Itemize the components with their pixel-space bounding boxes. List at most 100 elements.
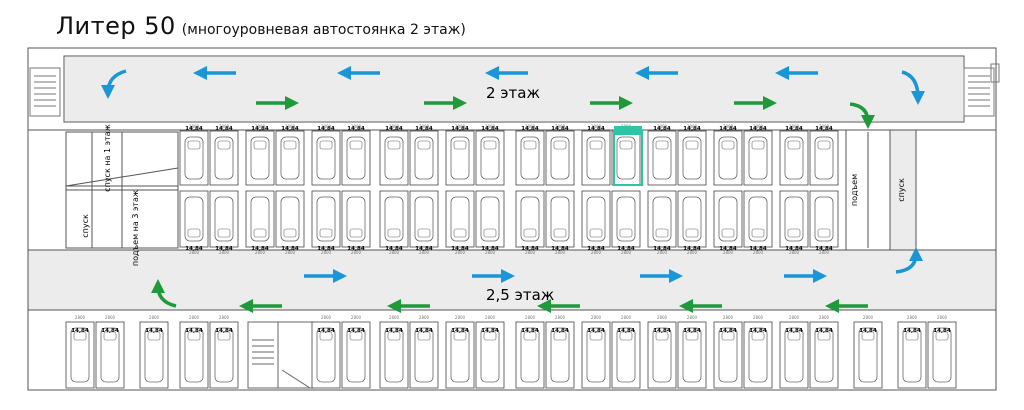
space-area-label: 14,84 [719, 246, 737, 252]
space-area-label: 14,84 [815, 328, 833, 334]
dimension-label: 2800 [219, 124, 230, 129]
space-area-label: 14,84 [719, 328, 737, 334]
space-area-label: 14,84 [785, 328, 803, 334]
space-area-label: 14,84 [903, 328, 921, 334]
space-area-label: 14,84 [683, 328, 701, 334]
space-area-label: 14,84 [617, 246, 635, 252]
space-area-label: 14,84 [385, 328, 403, 334]
space-area-label: 14,84 [185, 328, 203, 334]
space-area-label: 14,84 [551, 246, 569, 252]
space-area-label: 14,84 [617, 328, 635, 334]
dimension-label: 2800 [819, 124, 830, 129]
dimension-label: 2800 [657, 315, 668, 320]
parking-space[interactable]: 14,84 2800 [853, 315, 883, 389]
right-ramps [845, 129, 917, 251]
space-area-label: 14,84 [749, 328, 767, 334]
parking-space[interactable]: 14,84 2800 [779, 315, 809, 389]
dimension-label: 2800 [789, 315, 800, 320]
dimension-label: 2800 [419, 250, 430, 255]
parking-space[interactable]: 14,84 2800 [379, 315, 409, 389]
dimension-label: 2800 [591, 124, 602, 129]
dimension-label: 2800 [189, 250, 200, 255]
space-area-label: 14,84 [521, 328, 539, 334]
dimension-label: 2800 [351, 315, 362, 320]
dimension-label: 2800 [389, 315, 400, 320]
space-area-label: 14,84 [251, 126, 269, 132]
dimension-label: 2800 [321, 124, 332, 129]
dimension-label: 2800 [863, 315, 874, 320]
space-area-label: 14,84 [551, 328, 569, 334]
dimension-label: 2800 [555, 250, 566, 255]
space-area-label: 14,84 [415, 126, 433, 132]
dimension-label: 2800 [419, 315, 430, 320]
space-area-label: 14,84 [347, 126, 365, 132]
right-stair-core [963, 63, 1000, 117]
space-area-label: 14,84 [551, 126, 569, 132]
dimension-label: 2800 [321, 250, 332, 255]
space-area-label: 14,84 [859, 328, 877, 334]
